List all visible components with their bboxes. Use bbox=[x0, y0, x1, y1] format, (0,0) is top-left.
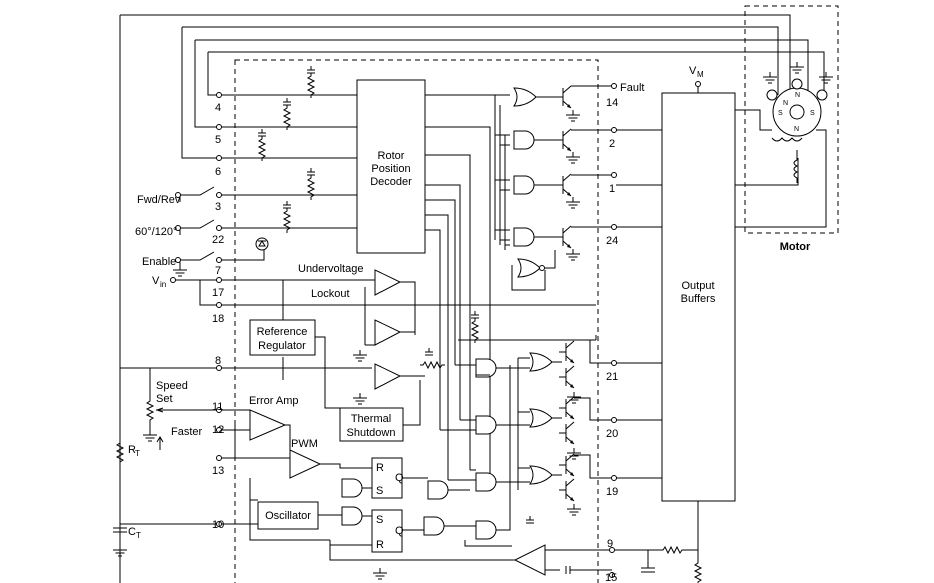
output-buffers: Output Buffers bbox=[661, 92, 736, 502]
enable-label: Enable bbox=[142, 256, 176, 268]
pwm-label: PWM bbox=[291, 438, 318, 450]
ff2-s: S bbox=[376, 514, 383, 526]
ff2-q: Q bbox=[395, 525, 404, 537]
current-sense bbox=[513, 501, 702, 583]
pin-14: 14 bbox=[606, 97, 618, 109]
error-amp-label: Error Amp bbox=[249, 395, 299, 407]
oscillator-label: Oscillator bbox=[265, 510, 311, 522]
reference-regulator: Reference Regulator bbox=[249, 319, 340, 409]
oscillator: Oscillator bbox=[222, 501, 345, 530]
pin-10: 10 bbox=[212, 519, 224, 531]
refreg-label-1: Reference bbox=[257, 326, 308, 338]
ct-label: C bbox=[128, 526, 136, 538]
sensor-feedback-wires bbox=[119, 14, 825, 583]
decoder-label-2: Position bbox=[371, 163, 410, 175]
pin-17: 17 bbox=[212, 287, 224, 299]
flip-flops: R S Q S R Q bbox=[329, 365, 540, 580]
pin-22: 22 bbox=[212, 234, 224, 246]
fault-output: Fault bbox=[611, 82, 644, 94]
ic-boundary bbox=[234, 59, 599, 583]
pin-4: 4 bbox=[215, 102, 221, 114]
motor-boundary bbox=[744, 5, 839, 234]
motor-label: Motor bbox=[780, 241, 811, 253]
pin-11: 11 bbox=[212, 401, 223, 413]
pin-3: 3 bbox=[215, 201, 221, 213]
ff1-s: S bbox=[376, 485, 383, 497]
pole-s2: S bbox=[810, 110, 815, 117]
rotor-position-decoder: Rotor Position Decoder bbox=[356, 79, 426, 254]
speed-control: Speed Set Faster Error Amp PWM bbox=[142, 368, 372, 541]
bottom-driver-gates bbox=[440, 335, 662, 516]
rt-sub: T bbox=[135, 449, 140, 458]
pole-n1: N bbox=[795, 92, 800, 99]
motor: N S S N N Motor bbox=[762, 61, 834, 253]
buffers-label-1: Output bbox=[681, 280, 714, 292]
undervoltage-label: Undervoltage bbox=[298, 263, 363, 275]
ct-sub: T bbox=[136, 531, 141, 540]
decoder-label-1: Rotor bbox=[378, 150, 405, 162]
fault-label: Fault bbox=[620, 82, 644, 94]
input-wiring bbox=[120, 94, 596, 380]
top-driver-gates bbox=[511, 85, 614, 291]
pin-8: 8 bbox=[215, 355, 221, 367]
rt-ct: R T C T bbox=[112, 439, 218, 557]
pin-15: 15 bbox=[605, 572, 617, 583]
vm-supply: V M bbox=[689, 65, 704, 93]
ff1-r: R bbox=[376, 462, 384, 474]
buffers-label-2: Buffers bbox=[681, 293, 716, 305]
decoder-output-wiring bbox=[425, 94, 510, 485]
pin-9: 9 bbox=[607, 538, 613, 550]
pin-24: 24 bbox=[606, 235, 618, 247]
pole-s1: S bbox=[778, 110, 783, 117]
ff2-r: R bbox=[376, 539, 384, 551]
lockout-label: Lockout bbox=[311, 288, 350, 300]
thermal-label-2: Shutdown bbox=[347, 427, 396, 439]
pin-18: 18 bbox=[212, 313, 224, 325]
zener-diode bbox=[255, 237, 269, 251]
rt-label: R bbox=[128, 444, 136, 456]
faster-label: Faster bbox=[171, 426, 203, 438]
pin-20: 20 bbox=[606, 428, 618, 440]
undervoltage-lockout: Undervoltage Lockout bbox=[298, 263, 425, 405]
vm-sub-label: M bbox=[697, 70, 704, 79]
pole-n3: N bbox=[794, 126, 799, 133]
pin-21: 21 bbox=[606, 371, 618, 383]
pin-markers: 4 5 6 3 22 7 17 18 8 11 12 13 10 14 2 1 … bbox=[170, 92, 618, 583]
thermal-label-1: Thermal bbox=[351, 413, 391, 425]
pin-6: 6 bbox=[215, 166, 221, 178]
speed-label-1: Speed bbox=[156, 380, 188, 392]
vin-sub-label: in bbox=[160, 280, 166, 289]
sixty-onetwenty-label: 60°/120° bbox=[135, 226, 177, 238]
decoder-label-3: Decoder bbox=[370, 176, 412, 188]
pin-13: 13 bbox=[212, 465, 224, 477]
top-output-pins bbox=[611, 127, 662, 230]
vin-label: V bbox=[152, 275, 160, 287]
input-labels: Fwd/Rev 60°/120° Enable V in bbox=[135, 194, 188, 289]
pin-19: 19 bbox=[606, 486, 618, 498]
ff1-q: Q bbox=[395, 472, 404, 484]
refreg-label-2: Regulator bbox=[258, 340, 306, 352]
speed-label-2: Set bbox=[156, 393, 173, 405]
pole-n2: N bbox=[783, 100, 788, 107]
pin-12: 12 bbox=[212, 424, 224, 436]
pin-1: 1 bbox=[609, 183, 615, 195]
motor-drive-wiring bbox=[735, 109, 827, 228]
vm-label: V bbox=[689, 65, 697, 77]
thermal-shutdown: Thermal Shutdown bbox=[339, 380, 421, 442]
pin-2: 2 bbox=[609, 138, 615, 150]
pin-5: 5 bbox=[215, 134, 221, 146]
fwd-rev-label: Fwd/Rev bbox=[137, 194, 181, 206]
pin-7: 7 bbox=[215, 265, 221, 277]
